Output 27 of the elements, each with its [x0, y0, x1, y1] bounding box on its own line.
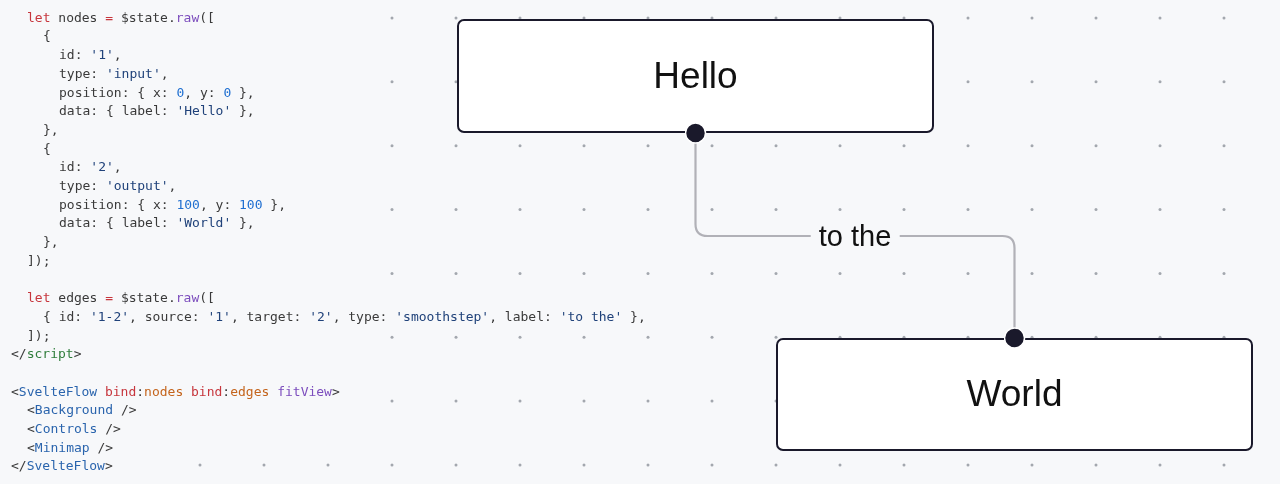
code-line: {: [43, 139, 51, 158]
node-box: [457, 19, 934, 133]
code-line: </script>: [11, 345, 82, 364]
code-line: <Minimap />: [27, 438, 114, 457]
code-line: ]);: [27, 326, 51, 345]
code-line: type: 'output',: [59, 176, 177, 195]
code-line: data: { label: 'Hello' },: [59, 102, 255, 121]
code-line: <Controls />: [27, 420, 121, 438]
node-box: [776, 338, 1253, 451]
code-line: position: { x: 0, y: 0 },: [59, 83, 255, 102]
node-label: Hello: [653, 54, 738, 98]
code-line: let edges = $state.raw([: [27, 289, 215, 308]
code-line: id: '2',: [59, 158, 122, 177]
code-line: <Background />: [27, 401, 137, 420]
code-line: { id: '1-2', source: '1', target: '2', type: 'smoothstep', label: 'to the' },: [43, 307, 646, 326]
code-line: id: '1',: [59, 46, 122, 64]
code-line: data: { label: 'World' },: [59, 214, 255, 233]
code-line: },: [43, 120, 59, 139]
code-line: type: 'input',: [59, 64, 169, 83]
code-line: <SvelteFlow bind:nodes bind:edges fitView>: [11, 382, 340, 401]
code-line: </SvelteFlow>: [11, 457, 113, 476]
code-line: {: [43, 27, 51, 46]
code-line: let nodes = $state.raw([: [27, 8, 215, 27]
code-line: ]);: [27, 251, 51, 270]
code-line: position: { x: 100, y: 100 },: [59, 195, 286, 214]
code-line: },: [43, 233, 59, 251]
node-label: World: [966, 373, 1063, 416]
